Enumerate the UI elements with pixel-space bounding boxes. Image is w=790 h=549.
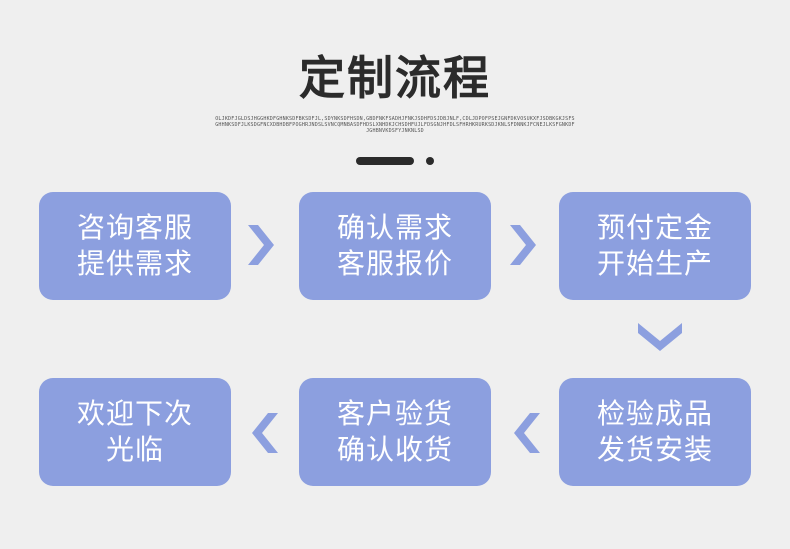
step-inspect-ship: 检验成品 发货安装: [559, 378, 751, 486]
step-line-2: 客服报价: [336, 247, 453, 280]
step-line-2: 确认收货: [336, 433, 453, 466]
step-line-2: 开始生产: [596, 247, 713, 280]
page-title: 定制流程: [299, 51, 491, 105]
decorative-subtitle: OLJKDFJGLDSJHGGHKDFGHNKSDFBKSDFJL,SDYNKS…: [215, 116, 575, 134]
step-confirm-requirements: 确认需求 客服报价: [299, 192, 491, 300]
step-line-2: 光临: [105, 433, 164, 466]
divider-dot: [426, 157, 434, 165]
step-line-1: 预付定金: [596, 211, 713, 244]
step-line-2: 提供需求: [76, 247, 193, 280]
step-deposit-production: 预付定金 开始生产: [559, 192, 751, 300]
chevron-down-icon: [638, 323, 682, 351]
step-line-1: 客户验货: [336, 397, 453, 430]
chevron-left-icon: [514, 413, 540, 453]
step-line-1: 欢迎下次: [76, 397, 193, 430]
step-line-1: 确认需求: [336, 211, 453, 244]
chevron-right-icon: [248, 225, 274, 265]
step-customer-acceptance: 客户验货 确认收货: [299, 378, 491, 486]
divider-bar: [356, 157, 414, 165]
chevron-right-icon: [510, 225, 536, 265]
chevron-left-icon: [252, 413, 278, 453]
step-line-2: 发货安装: [596, 433, 713, 466]
step-line-1: 咨询客服: [76, 211, 193, 244]
step-consult-service: 咨询客服 提供需求: [39, 192, 231, 300]
step-line-1: 检验成品: [596, 397, 713, 430]
step-welcome-back: 欢迎下次 光临: [39, 378, 231, 486]
